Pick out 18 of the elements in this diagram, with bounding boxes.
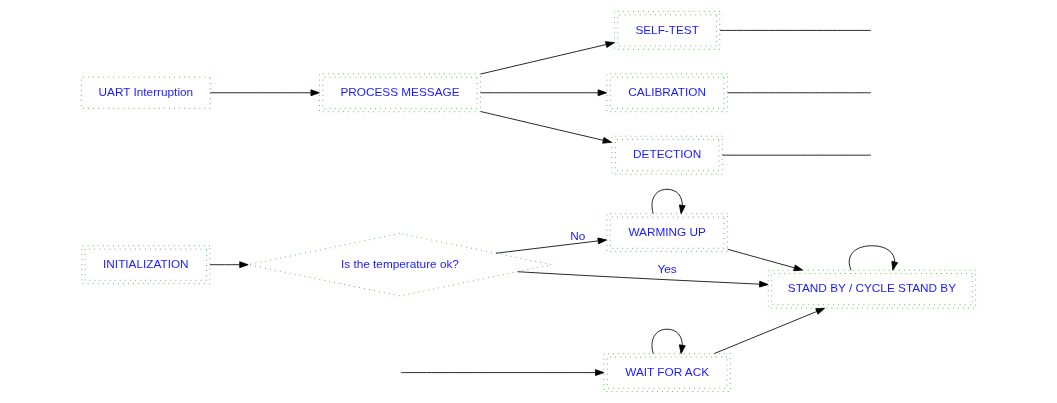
arrow <box>480 111 612 144</box>
arrow <box>848 245 898 271</box>
arrow <box>495 237 607 254</box>
arrow <box>651 188 686 215</box>
connector <box>719 29 872 31</box>
arrow <box>400 369 605 376</box>
arrow <box>517 271 769 288</box>
arrow <box>209 89 320 97</box>
arrow <box>209 261 249 269</box>
arrow <box>727 248 804 272</box>
node-diamond: Is the temperature ok? <box>247 233 553 297</box>
arrow <box>651 328 686 355</box>
arrow <box>713 307 826 354</box>
node-box: UART Interruption <box>80 76 211 109</box>
edge-label: No <box>570 228 586 242</box>
arrow <box>480 41 615 75</box>
edge-label: Yes <box>657 262 677 276</box>
arrow <box>480 89 607 97</box>
